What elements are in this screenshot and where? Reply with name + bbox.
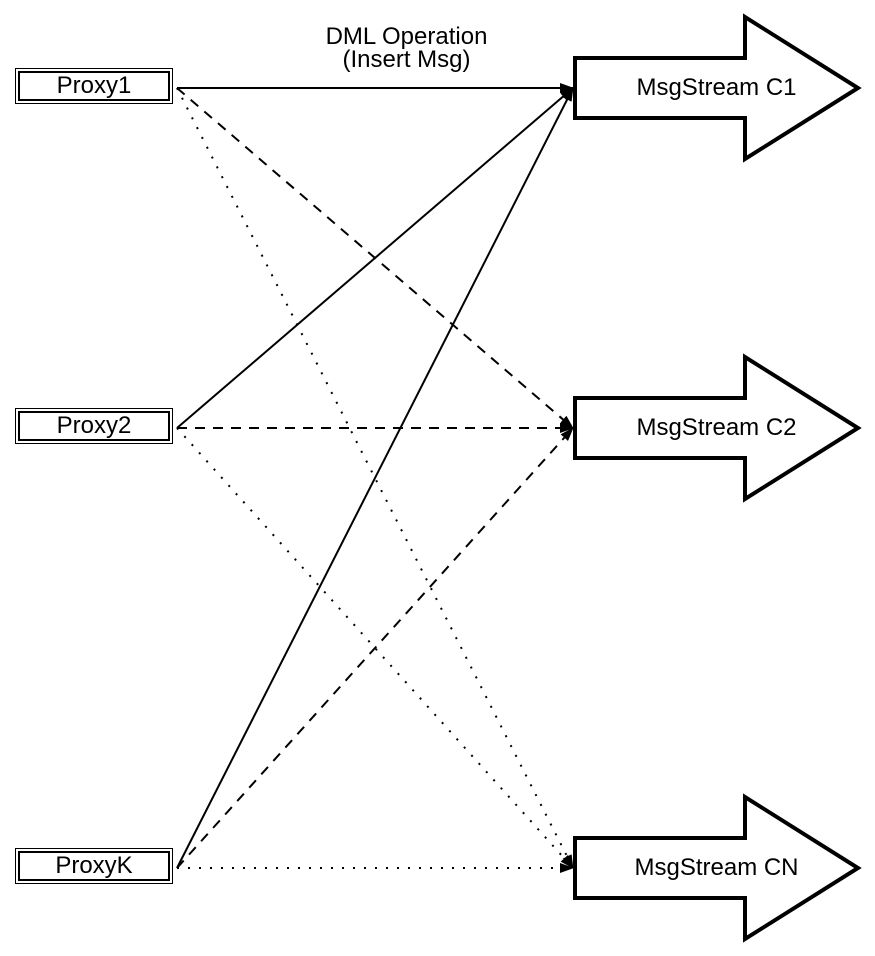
proxyk-box: ProxyK: [18, 851, 170, 881]
dml-operation-annotation: DML Operation (Insert Msg): [250, 23, 563, 73]
proxy1-label: Proxy1: [56, 72, 132, 99]
msgstream-c2-arrow-shape: [573, 353, 862, 503]
msgstream-c1-label: MsgStream C1: [636, 74, 797, 101]
msgstream-cn-label: MsgStream CN: [634, 854, 799, 881]
dml-operation-annotation-line2: (Insert Msg): [342, 46, 471, 73]
proxy1-box: Proxy1: [18, 71, 170, 101]
msgstream-cn-arrow-shape: [573, 793, 862, 943]
connection-proxyk-to-msgstream-c1: [176, 87, 574, 869]
msgstream-c1-arrow-shape: [573, 13, 862, 163]
connection-proxy1-to-msgstream-c2: [176, 87, 574, 429]
dml-operation-annotation-line1: DML Operation: [325, 23, 488, 50]
connection-proxyk-to-msgstream-c2: [176, 427, 574, 869]
proxy2-label: Proxy2: [56, 412, 132, 439]
msgstream-c2-label: MsgStream C2: [636, 414, 797, 441]
proxy2-box: Proxy2: [18, 411, 170, 441]
proxyk-label: ProxyK: [55, 852, 133, 879]
